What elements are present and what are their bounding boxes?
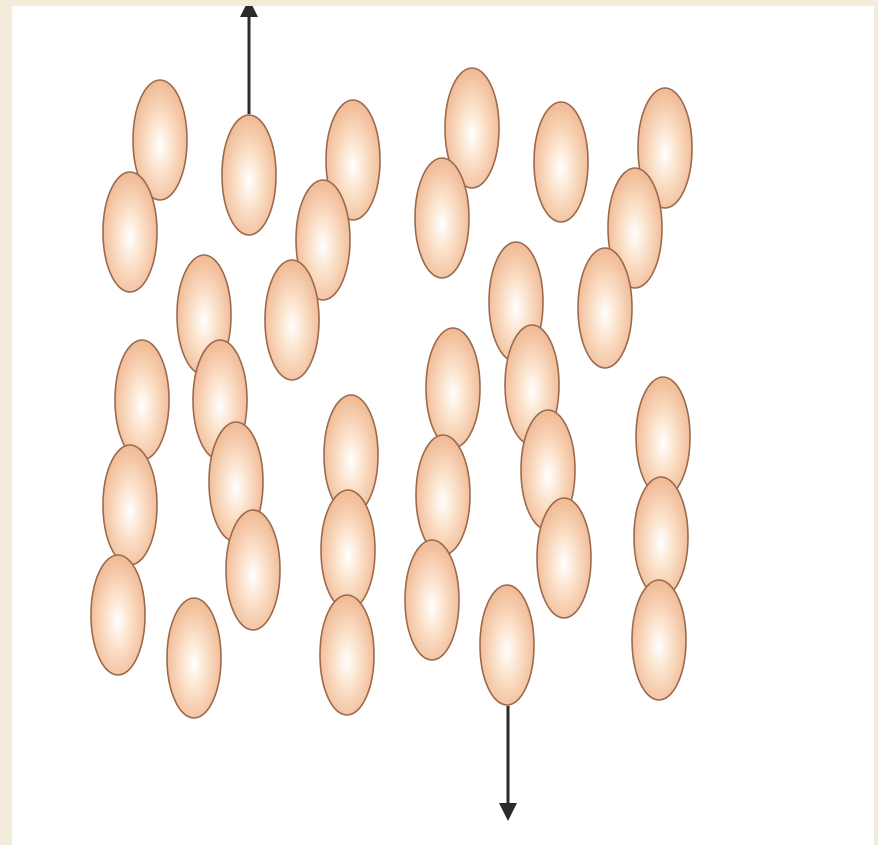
particle-31 [480,585,534,705]
particle-23 [320,595,374,715]
particle-3 [222,115,276,235]
particle-30 [537,498,591,618]
particle-34 [632,580,686,700]
particles-layer [91,68,692,718]
diagram-panel [12,6,874,845]
particle-24 [426,328,480,448]
particle-22 [321,490,375,610]
particle-8 [415,158,469,278]
particle-25 [416,435,470,555]
particle-33 [634,477,688,597]
particle-26 [405,540,459,660]
particle-12 [578,248,632,368]
particle-18 [226,510,280,630]
particle-6 [265,260,319,380]
particle-diagram [12,6,874,845]
particle-20 [167,598,221,718]
particle-19 [91,555,145,675]
particle-17 [103,445,157,565]
particle-9 [534,102,588,222]
particle-14 [115,340,169,460]
particle-2 [103,172,157,292]
